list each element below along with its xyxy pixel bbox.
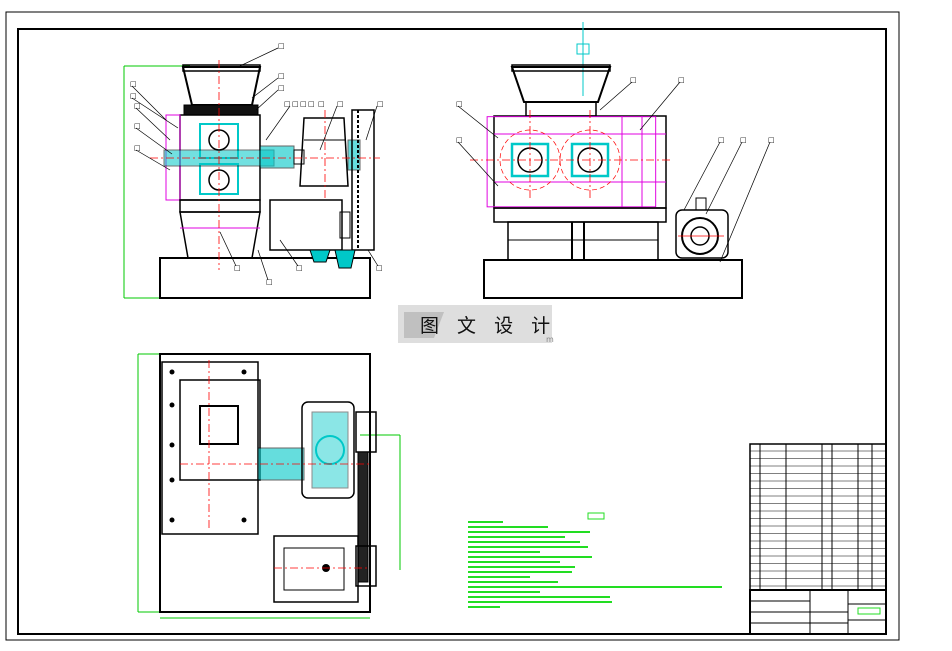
callout-label: □: [296, 264, 303, 272]
callout-label: □: [456, 136, 463, 144]
side-view: [470, 22, 743, 299]
callout-label: □: [377, 100, 384, 108]
watermark-text: 图 文 设 计: [420, 315, 556, 337]
front-view: [123, 60, 380, 299]
callout-label: □: [134, 102, 141, 110]
callout-label: □: [266, 278, 273, 286]
sheet-frame: [5, 11, 900, 641]
callout-label: □: [768, 136, 775, 144]
callout-label: □: [134, 144, 141, 152]
callout-label: □: [278, 72, 285, 80]
callout-label: □: [456, 100, 463, 108]
callout-label: □: [630, 76, 637, 84]
callout-label: □: [234, 264, 241, 272]
callout-label: □: [376, 264, 383, 272]
callout-label: □: [134, 122, 141, 130]
callout-label: □: [278, 84, 285, 92]
title-block: [749, 589, 887, 635]
callout-label: □: [337, 100, 344, 108]
watermark-subtext: m: [546, 335, 554, 344]
callout-label: □: [718, 136, 725, 144]
callout-label: □: [318, 100, 325, 108]
technical-notes: [468, 512, 722, 608]
callout-label: □: [740, 136, 747, 144]
callout-label: □: [308, 100, 315, 108]
callout-label: □: [130, 80, 137, 88]
callout-label: □: [284, 100, 291, 108]
callout-label: □: [130, 92, 137, 100]
callout-label: □: [292, 100, 299, 108]
outer-border: [5, 11, 900, 641]
callout-label: □: [678, 76, 685, 84]
callout-label: □: [300, 100, 307, 108]
watermark: 图 文 设 计 m: [398, 305, 556, 344]
parts-list-rows: [750, 450, 886, 587]
inner-border: [17, 28, 887, 635]
callout-labels: □□□□□□□□□□□□□□□□□□□□□□□□□□: [130, 42, 775, 286]
callout-label: □: [278, 42, 285, 50]
callouts: [131, 47, 771, 281]
top-view: [137, 353, 401, 619]
